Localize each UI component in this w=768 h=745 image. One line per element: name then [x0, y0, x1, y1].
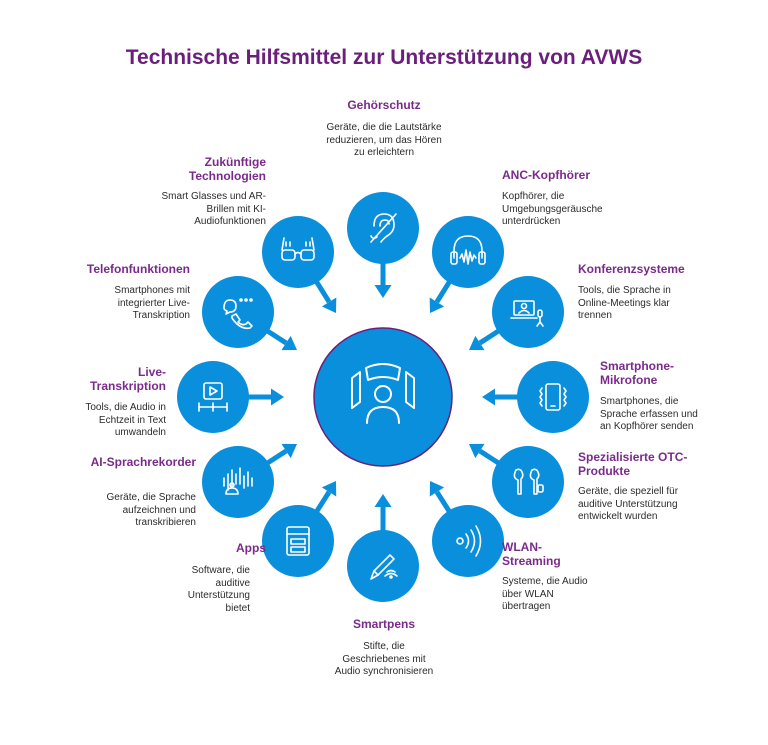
arrow-ai-rekorder-shaft	[263, 448, 288, 467]
description-anc: Kopfhörer, die Umgebungsgeräusche unterd…	[502, 191, 603, 227]
node-otc-circle	[492, 446, 564, 518]
video-timeline-icon	[198, 382, 228, 412]
description-smartphone-mic: Smartphones, die Sprache erfassen und an…	[600, 396, 698, 432]
node-anc-circle	[432, 216, 504, 288]
label-wlan: WLAN-Streaming	[502, 540, 561, 568]
node-telefon	[202, 276, 274, 348]
node-smartpens	[347, 530, 419, 602]
description-gehoerschutz: Geräte, die die Lautstärke reduzieren, u…	[326, 122, 442, 158]
description-otc: Geräte, die speziell für auditive Unters…	[578, 486, 679, 522]
arrow-otc-head	[469, 443, 485, 459]
node-telefon-circle	[202, 276, 274, 348]
arrow-apps-shaft	[313, 490, 332, 516]
diagram-title: Technische Hilfsmittel zur Unterstützung…	[125, 46, 643, 69]
node-apps-circle	[262, 505, 334, 577]
node-ai-rekorder-circle	[202, 446, 274, 518]
description-apps: Software, die auditive Unterstützung bie…	[187, 565, 250, 614]
arrow-ai-rekorder-head	[281, 443, 297, 459]
arrow-zukunft-shaft	[312, 277, 332, 304]
arrow-live-head	[271, 388, 284, 406]
arrow-gehoerschutz-head	[374, 285, 392, 298]
node-zukunft	[262, 216, 334, 288]
smartphone-vibrate-icon	[539, 383, 567, 411]
description-konferenz: Tools, die Sprache in Online-Meetings kl…	[578, 285, 671, 321]
node-live-circle	[177, 361, 249, 433]
arrow-zukunft-head	[321, 297, 337, 313]
node-ai-rekorder	[202, 446, 274, 518]
label-anc: ANC-Kopfhörer	[502, 168, 590, 182]
label-smartphone-mic: Smartphone-Mikrofone	[600, 359, 675, 387]
node-konferenz	[492, 276, 564, 348]
arrow-konferenz-shaft	[478, 327, 503, 346]
node-smartphone-mic	[517, 361, 589, 433]
label-apps: Apps	[236, 541, 266, 555]
arrow-otc-shaft	[478, 448, 503, 467]
description-smartpens: Stifte, die Geschriebenes mit Audio sync…	[334, 641, 434, 677]
description-telefon: Smartphones mit integrierter Live-Transk…	[114, 285, 190, 321]
arrow-smartphone-mic-head	[482, 388, 495, 406]
description-ai-rekorder: Geräte, die Sprache aufzeichnen und tran…	[106, 492, 197, 528]
node-live	[177, 361, 249, 433]
label-live: Live-Transkription	[89, 365, 166, 393]
label-konferenz: Konferenzsysteme	[578, 262, 685, 276]
node-apps	[262, 505, 334, 577]
arrow-smartpens-head	[374, 494, 392, 507]
label-ai-rekorder: AI-Sprachrekorder	[90, 455, 196, 469]
app-window-icon	[286, 526, 310, 556]
description-live: Tools, die Audio in Echtzeit in Text umw…	[85, 402, 166, 438]
arrow-konferenz-head	[469, 335, 485, 351]
pen-signal-icon	[370, 554, 398, 580]
arrow-wlan-shaft	[434, 490, 453, 516]
hub-circle	[313, 327, 453, 467]
node-otc	[492, 446, 564, 518]
label-zukunft: Zukünftige Technologien	[188, 155, 266, 183]
headphones-waveform-icon	[450, 235, 486, 265]
node-gehoerschutz	[347, 192, 419, 264]
label-telefon: Telefonfunktionen	[86, 262, 190, 276]
node-smartphone-mic-circle	[517, 361, 589, 433]
arrow-telefon-head	[281, 335, 297, 351]
node-anc	[432, 216, 504, 288]
arrow-anc-head	[429, 297, 445, 313]
label-otc: Spezialisierte OTC-Produkte	[578, 450, 688, 478]
node-smartpens-circle	[347, 530, 419, 602]
arrow-telefon-shaft	[263, 327, 288, 346]
hub-node	[313, 327, 453, 467]
ear-crossed-icon	[370, 213, 397, 243]
description-wlan: Systeme, die Audio über WLAN übertragen	[502, 576, 588, 612]
wireless-signal-icon	[456, 525, 482, 557]
description-zukunft: Smart Glasses und AR-Brillen mit KI-Audi…	[161, 191, 266, 227]
phone-chat-icon	[223, 298, 253, 330]
earbuds-icon	[513, 468, 544, 495]
arrow-anc-shaft	[434, 277, 454, 304]
laptop-microphone-icon	[510, 300, 544, 327]
label-gehoerschutz: Gehörschutz	[347, 98, 421, 112]
node-wlan	[432, 505, 504, 577]
recorder-waveform-icon	[223, 467, 253, 495]
person-with-audio-panels-icon	[351, 363, 415, 424]
label-smartpens: Smartpens	[352, 617, 416, 631]
arrow-wlan-head	[429, 481, 445, 497]
arrow-apps-head	[321, 481, 337, 497]
smart-glasses-icon	[281, 237, 315, 261]
